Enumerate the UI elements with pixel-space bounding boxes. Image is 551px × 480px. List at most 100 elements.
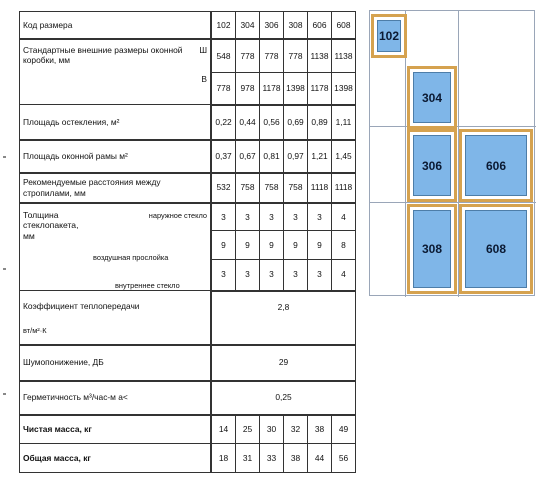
- row-thickness-air: 9 9 9 9 9 8: [20, 230, 356, 260]
- cell: 978: [235, 72, 260, 106]
- cell: 1,45: [331, 139, 356, 174]
- frame-dims-text: Стандартные внешние размеры оконной коро…: [23, 44, 183, 66]
- window-size-grid: 102 304 306 606 308 608: [369, 10, 536, 297]
- cell: 1178: [259, 72, 284, 106]
- cell: 30: [259, 414, 284, 445]
- cell: 25: [235, 414, 260, 445]
- cell: 4: [331, 258, 356, 292]
- cell: 18: [210, 443, 236, 474]
- cell: 1398: [283, 72, 308, 106]
- margin-mark: [3, 393, 6, 395]
- cell: 31: [235, 443, 260, 474]
- row-thickness-inner: 3 3 3 3 3 4: [20, 258, 356, 292]
- cell: 0,56: [259, 104, 284, 141]
- label-rafter-spacing: Рекомендуемые расстояния между стропилам…: [19, 172, 212, 204]
- grid-line: [405, 11, 406, 297]
- grid-line: [458, 11, 459, 297]
- cell: 3: [235, 258, 260, 292]
- label-frame-area: Площадь оконной рамы м²: [19, 139, 212, 174]
- cell: 33: [259, 443, 284, 474]
- cell: 3: [307, 258, 332, 292]
- cell: 308: [283, 11, 308, 40]
- label-heat-transfer: Коэффициент теплопередачи вт/м²·К: [19, 290, 212, 346]
- row-noise: Шумопонижение, ДБ 29: [19, 344, 356, 382]
- label-noise: Шумопонижение, ДБ: [19, 344, 212, 382]
- cell: 306: [259, 11, 284, 40]
- cell: 0,44: [235, 104, 260, 141]
- heat-transfer-value: 2,8: [210, 290, 356, 346]
- cell: 1138: [307, 38, 332, 73]
- cell: 1118: [331, 172, 356, 204]
- cell: 608: [331, 11, 356, 40]
- cell: 0,69: [283, 104, 308, 141]
- noise-value: 29: [210, 344, 356, 382]
- row-thickness-outer: Толщина стеклопакета, мм наружное стекло…: [19, 201, 356, 292]
- cell: 1398: [331, 72, 356, 106]
- label-gross-mass: Общая масса, кг: [19, 443, 212, 474]
- grid-line: [370, 202, 536, 203]
- cell: 3: [259, 201, 284, 232]
- window-102: 102: [371, 14, 407, 58]
- margin-mark: [3, 156, 6, 158]
- window-606: 606: [459, 129, 533, 202]
- cell: 0,97: [283, 139, 308, 174]
- cell: 9: [210, 230, 236, 260]
- row-size-code: Код размера 102 304 306 308 606 608: [19, 11, 356, 40]
- window-304: 304: [407, 66, 457, 129]
- cell: 778: [283, 38, 308, 73]
- cell: 1,11: [331, 104, 356, 141]
- cell: 8: [331, 230, 356, 260]
- cell: 0,89: [307, 104, 332, 141]
- cell: 0,67: [235, 139, 260, 174]
- cell: 3: [259, 258, 284, 292]
- cell: 3: [210, 258, 236, 292]
- cell: 3: [283, 201, 308, 232]
- cell: 14: [210, 414, 236, 445]
- window-label: 304: [413, 72, 451, 123]
- window-306: 306: [407, 129, 457, 202]
- cell: 778: [235, 38, 260, 73]
- cell: 778: [259, 38, 284, 73]
- window-label: 308: [413, 210, 451, 288]
- cell: 3: [210, 201, 236, 232]
- spec-table: Код размера 102 304 306 308 606 608 Ш Ст…: [19, 11, 356, 474]
- label-size-code: Код размера: [19, 11, 212, 40]
- width-marker: Ш: [199, 44, 207, 55]
- window-label: 102: [377, 20, 401, 52]
- row-gross-mass: Общая масса, кг 18 31 33 38 44 56: [19, 443, 356, 474]
- heat-transfer-text: Коэффициент теплопередачи: [23, 301, 140, 312]
- margin-mark: [3, 268, 6, 270]
- row-frame-area: Площадь оконной рамы м² 0,37 0,67 0,81 0…: [19, 139, 356, 174]
- cell: 3: [307, 201, 332, 232]
- row-glazing-area: Площадь остекления, м² 0,22 0,44 0,56 0,…: [19, 104, 356, 141]
- cell: 304: [235, 11, 260, 40]
- cell: 778: [210, 72, 236, 106]
- cell: 9: [235, 230, 260, 260]
- cell: 606: [307, 11, 332, 40]
- cell: 3: [235, 201, 260, 232]
- row-net-mass: Чистая масса, кг 14 25 30 32 38 49: [19, 414, 356, 445]
- window-label: 606: [465, 135, 527, 196]
- cell: 56: [331, 443, 356, 474]
- label-frame-dims: Ш Стандартные внешние размеры оконной ко…: [19, 38, 212, 105]
- cell: 4: [331, 201, 356, 232]
- row-rafter-spacing: Рекомендуемые расстояния между стропилам…: [19, 172, 356, 204]
- cell: 49: [331, 414, 356, 445]
- cell: 44: [307, 443, 332, 474]
- row-frame-height: 778 978 1178 1398 1178 1398: [20, 72, 356, 106]
- label-net-mass: Чистая масса, кг: [19, 414, 212, 445]
- cell: 38: [307, 414, 332, 445]
- inner-glass-label: внутреннее стекло: [115, 280, 180, 290]
- cell: 758: [235, 172, 260, 204]
- label-thickness: Толщина стеклопакета, мм наружное стекло…: [19, 201, 212, 292]
- cell: 102: [210, 11, 236, 40]
- cell: 0,81: [259, 139, 284, 174]
- cell: 9: [307, 230, 332, 260]
- cell: 3: [283, 258, 308, 292]
- cell: 0,22: [210, 104, 236, 141]
- cell: 758: [259, 172, 284, 204]
- cell: 532: [210, 172, 236, 204]
- thickness-text: Толщина стеклопакета, мм: [23, 209, 79, 241]
- airtightness-value: 0,25: [210, 380, 356, 416]
- air-gap-label: воздушная прослойка: [93, 252, 169, 262]
